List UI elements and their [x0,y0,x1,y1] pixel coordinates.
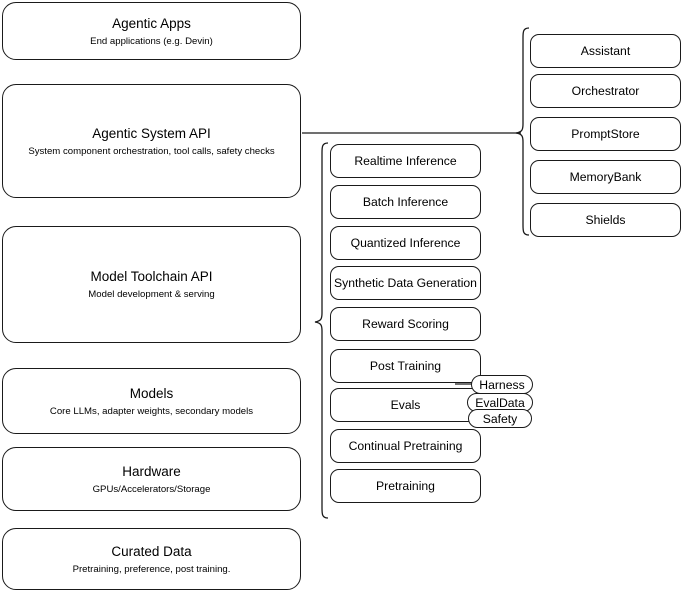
toolchain-item-pretraining[interactable]: Pretraining [330,469,481,503]
evals-pill-label: EvalData [475,395,525,410]
system-item-label: Shields [585,213,626,227]
layer-title: Agentic Apps [112,15,191,31]
evals-pill-label: Safety [482,411,518,426]
brace-system-components [515,27,530,236]
layer-title: Hardware [122,463,181,479]
toolchain-item-label: Synthetic Data Generation [334,276,477,290]
layer-subtitle: System component orchestration, tool cal… [28,145,275,157]
system-item-orchestrator[interactable]: Orchestrator [530,74,681,108]
layer-subtitle: Pretraining, preference, post training. [72,563,231,575]
layer-models[interactable]: Models Core LLMs, adapter weights, secon… [2,368,301,434]
toolchain-item-synthetic-data-generation[interactable]: Synthetic Data Generation [330,266,481,300]
system-item-label: Orchestrator [571,84,640,98]
layer-subtitle: Core LLMs, adapter weights, secondary mo… [49,405,254,417]
layer-agentic-apps[interactable]: Agentic Apps End applications (e.g. Devi… [2,2,301,60]
layer-title: Curated Data [111,543,192,559]
layer-curated-data[interactable]: Curated Data Pretraining, preference, po… [2,528,301,590]
system-item-assistant[interactable]: Assistant [530,34,681,68]
toolchain-item-label: Pretraining [376,479,435,493]
layer-subtitle: End applications (e.g. Devin) [90,35,213,47]
toolchain-item-label: Quantized Inference [350,236,461,250]
toolchain-item-label: Realtime Inference [354,154,457,168]
brace-toolchain-components [314,142,329,519]
system-item-label: PromptStore [571,127,640,141]
layer-title: Agentic System API [92,125,211,141]
toolchain-item-quantized-inference[interactable]: Quantized Inference [330,226,481,260]
evals-pill-label: Harness [479,377,525,392]
toolchain-item-evals[interactable]: Evals [330,388,481,422]
toolchain-item-label: Post Training [369,359,442,373]
layer-title: Models [129,385,174,401]
layer-agentic-system-api[interactable]: Agentic System API System component orch… [2,84,301,198]
toolchain-item-continual-pretraining[interactable]: Continual Pretraining [330,429,481,463]
system-item-label: MemoryBank [569,170,642,184]
toolchain-item-realtime-inference[interactable]: Realtime Inference [330,144,481,178]
evals-pill-harness[interactable]: Harness [471,375,533,394]
system-item-shields[interactable]: Shields [530,203,681,237]
layer-subtitle: GPUs/Accelerators/Storage [92,483,211,495]
toolchain-item-label: Continual Pretraining [348,439,463,453]
toolchain-item-post-training[interactable]: Post Training [330,349,481,383]
system-item-memorybank[interactable]: MemoryBank [530,160,681,194]
toolchain-item-batch-inference[interactable]: Batch Inference [330,185,481,219]
system-item-label: Assistant [580,44,631,58]
system-item-promptstore[interactable]: PromptStore [530,117,681,151]
layer-title: Model Toolchain API [90,269,213,284]
layer-model-toolchain-api[interactable]: Model Toolchain API Model development & … [2,226,301,343]
toolchain-item-reward-scoring[interactable]: Reward Scoring [330,307,481,341]
toolchain-item-label: Reward Scoring [362,317,449,331]
evals-pill-safety[interactable]: Safety [468,409,532,428]
layer-subtitle: Model development & serving [88,289,215,300]
toolchain-item-label: Evals [390,398,421,412]
toolchain-item-label: Batch Inference [362,195,449,209]
layer-hardware[interactable]: Hardware GPUs/Accelerators/Storage [2,447,301,511]
